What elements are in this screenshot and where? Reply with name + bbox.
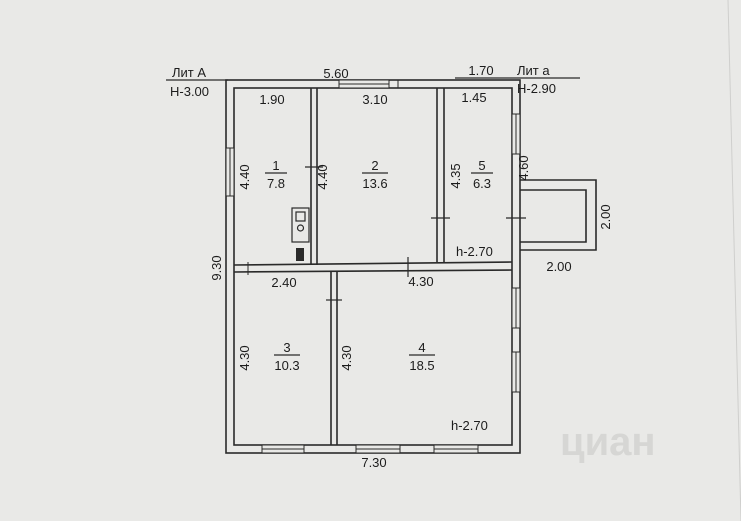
stove-burner-icon: [295, 211, 306, 222]
partition-top: [233, 261, 513, 266]
dim-annex-height: 4.60: [516, 155, 531, 180]
room-4-ceiling-height: h-2.70: [451, 418, 488, 433]
lit-a-label: Лит А: [172, 65, 206, 80]
dim-room2-height: 4.40: [315, 164, 330, 189]
room-5-ceiling-height: h-2.70: [456, 244, 493, 259]
lit-a-height: Н-3.00: [170, 84, 209, 99]
room-3-area: 10.3: [274, 358, 299, 373]
dim-room4-height: 4.30: [339, 345, 354, 370]
porch-inner: [520, 189, 587, 243]
porch-outer: [520, 179, 597, 251]
watermark-text: циан: [560, 420, 656, 464]
dim-room5-height: 4.35: [448, 163, 463, 188]
dim-porch-height: 2.00: [598, 204, 613, 229]
dim-bottom-total: 7.30: [361, 455, 386, 470]
dim-room3-height: 4.30: [237, 345, 252, 370]
chimney-icon: [296, 248, 304, 261]
room-3-number: 3: [283, 340, 290, 355]
room-1-number: 1: [272, 158, 279, 173]
dim-room4-width: 4.30: [408, 274, 433, 289]
dim-room2-width: 3.10: [362, 92, 387, 107]
dim-room1-width: 1.90: [259, 92, 284, 107]
lit-a-small-label: Лит а: [517, 63, 550, 78]
room-2-area: 13.6: [362, 176, 387, 191]
dim-side-total: 9.30: [209, 255, 224, 280]
room-5-area: 6.3: [473, 176, 491, 191]
paper-fold-line: [727, 0, 741, 521]
door-marks: [247, 166, 526, 301]
windows: [225, 79, 521, 454]
dim-room5-width: 1.45: [461, 90, 486, 105]
room-4-area: 18.5: [409, 358, 434, 373]
room-2-number: 2: [371, 158, 378, 173]
room-1-area: 7.8: [267, 176, 285, 191]
lit-a-small-height: Н-2.90: [517, 81, 556, 96]
room-5-number: 5: [478, 158, 485, 173]
stove: [291, 207, 310, 243]
stove-ring-icon: [296, 224, 305, 232]
room-4-number: 4: [418, 340, 425, 355]
dim-top-total: 5.60: [323, 66, 348, 81]
dim-room1-height: 4.40: [237, 164, 252, 189]
dim-room3-width: 2.40: [271, 275, 296, 290]
dim-porch-width: 2.00: [546, 259, 571, 274]
partition-bottom: [233, 269, 513, 273]
dim-top-annex: 1.70: [468, 63, 493, 78]
